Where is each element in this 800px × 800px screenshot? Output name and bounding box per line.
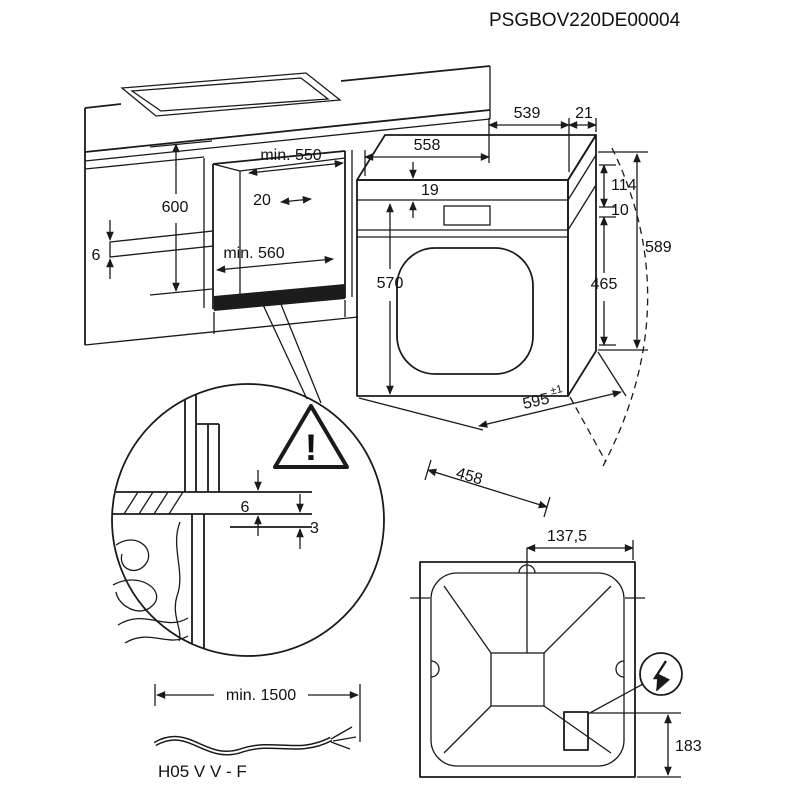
dim-worktop-gap: 6 [92,247,101,264]
worktop-trim [109,230,214,258]
vent-gap-bar [214,284,345,311]
dim-total-height: 589 [645,239,672,256]
cable-type-label: H05 V V - F [158,762,247,781]
dim-terminal-height: 183 [675,738,702,755]
dim-top-inset: 19 [421,182,439,199]
control-display [443,205,491,226]
dim-door-height: 465 [591,276,618,293]
oven-isometric: 558 539 21 19 114 10 589 570 465 595 ±1 … [356,105,672,518]
dim-terminal-offset: 137,5 [547,528,587,545]
rear-center-plate [490,652,545,707]
dim-width-tolerance: ±1 [549,383,564,397]
dim-cable-length: min. 1500 [226,687,296,704]
wood-grain [112,521,189,644]
rear-view: 137,5 183 [410,528,702,778]
dim-panel-overhang: 21 [575,105,593,122]
door-window [396,247,534,375]
dim-niche-depth: min. 550 [260,147,321,164]
dim-width: 595 [521,390,551,413]
hob-cutout [120,72,342,117]
dim-door-depth: 458 [454,465,484,489]
dim-niche-width: min. 560 [223,245,284,262]
dim-top-depth: 539 [514,105,541,122]
oven-side [567,134,597,397]
detail-circle: 6 3 ! [111,383,385,657]
cable-wire-ends [330,726,357,750]
door-swing-line [601,147,649,469]
dim-body-depth: 558 [414,137,441,154]
terminal-box [563,711,589,751]
dim-top-clearance: 20 [253,192,271,209]
dim-lower-height: 570 [377,275,404,292]
cabinet-cutaway: min. 550 20 600 min. 560 6 [84,65,491,404]
dim-detail-lower-gap: 3 [310,520,319,537]
dim-panel-height: 114 [611,177,637,194]
dim-detail-upper-gap: 6 [241,499,250,516]
power-lightning-icon [639,652,683,696]
dim-niche-height: 600 [162,199,189,216]
part-number: PSGBOV220DE00004 [489,10,681,31]
power-cable: min. 1500 H05 V V - F [153,684,361,781]
warning-icon: ! [273,404,349,469]
dim-panel-gap: 10 [611,202,629,219]
warning-exclamation: ! [305,427,317,468]
